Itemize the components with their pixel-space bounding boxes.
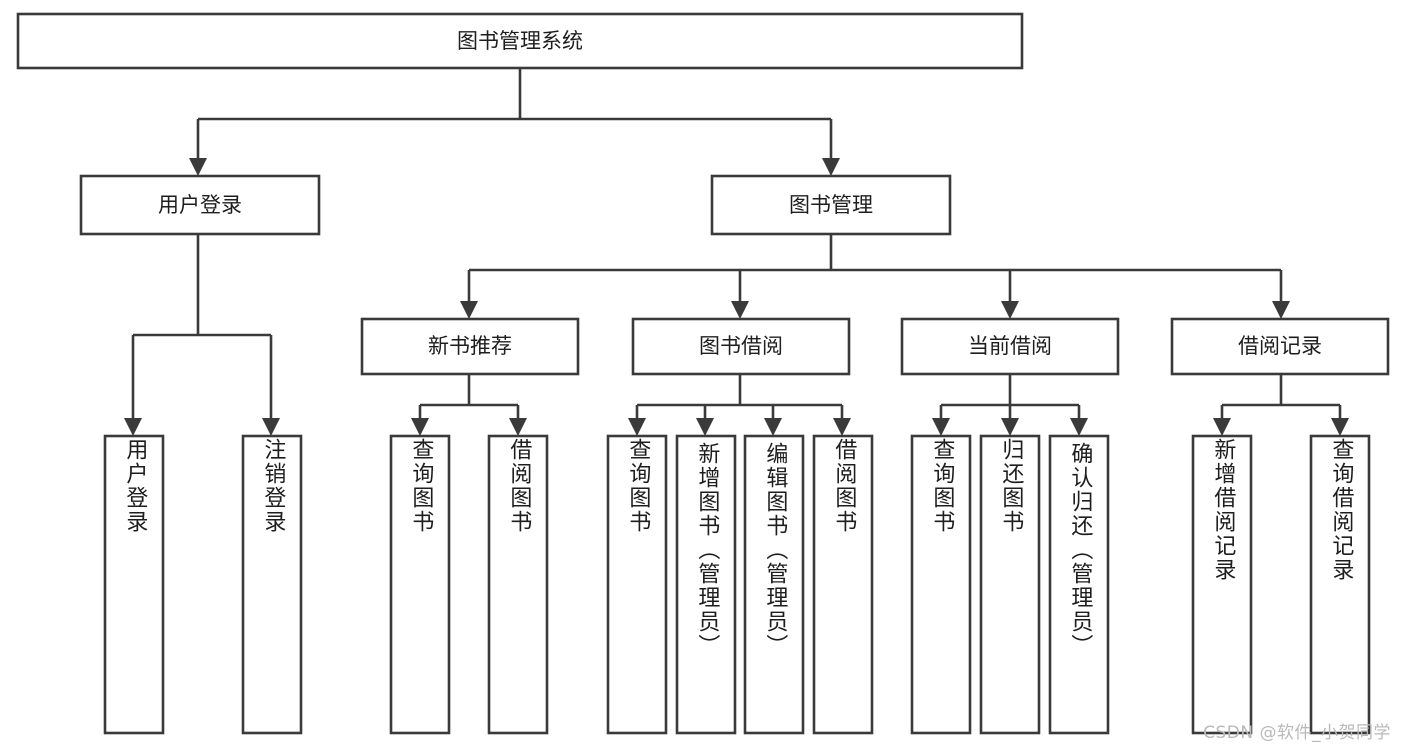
node-book-borrow[interactable]: 图书借阅 — [631, 317, 851, 376]
node-borrow-records[interactable]: 借阅记录 — [1170, 317, 1390, 376]
leaf-new-book-1-label: 查询图书 — [408, 438, 434, 534]
arrow-book-borrow-child-4 — [833, 418, 851, 436]
arrow-book-borrow-child-1 — [628, 418, 646, 436]
leaf-book-borrow-4-label: 借阅图书 — [831, 438, 857, 534]
connector-layer — [124, 68, 1349, 436]
leaf-book-borrow-3[interactable]: 编辑图书（管理员） — [743, 434, 805, 735]
leaf-current-borrow-2-label: 归还图书 — [998, 438, 1024, 534]
arrow-user-login-child-2 — [262, 418, 280, 436]
arrow-to-borrow-records — [1272, 301, 1290, 319]
leaf-book-borrow-2[interactable]: 新增图书（管理员） — [675, 434, 737, 735]
leaf-new-book-1[interactable]: 查询图书 — [389, 434, 451, 735]
leaf-user-login-2[interactable]: 注销登录 — [241, 434, 303, 735]
node-book-borrow-label: 图书借阅 — [699, 334, 783, 358]
arrow-user-login-child-1 — [124, 418, 142, 436]
node-user-login-label: 用户登录 — [158, 193, 242, 217]
leaf-book-borrow-1[interactable]: 查询图书 — [606, 434, 668, 735]
leaf-book-borrow-1-label: 查询图书 — [625, 438, 651, 534]
leaf-borrow-records-1[interactable]: 新增借阅记录 — [1191, 434, 1253, 735]
arrow-book-borrow-child-3 — [764, 418, 782, 436]
node-new-book-recommend-label: 新书推荐 — [428, 334, 512, 358]
leaf-borrow-records-2[interactable]: 查询借阅记录 — [1309, 434, 1371, 735]
leaf-book-borrow-3-label: 编辑图书（管理员） — [762, 442, 788, 658]
arrow-current-borrow-child-2 — [1001, 418, 1019, 436]
node-book-management[interactable]: 图书管理 — [710, 174, 952, 236]
arrow-book-borrow-child-2 — [696, 418, 714, 436]
leaf-current-borrow-1[interactable]: 查询图书 — [910, 434, 972, 735]
node-book-management-label: 图书管理 — [789, 193, 873, 217]
node-borrow-records-label: 借阅记录 — [1238, 334, 1322, 358]
leaf-current-borrow-3[interactable]: 确认归还（管理员） — [1048, 434, 1110, 735]
leaf-borrow-records-2-label: 查询借阅记录 — [1328, 438, 1354, 582]
arrow-to-user-login — [189, 158, 207, 176]
leaf-borrow-records-1-label: 新增借阅记录 — [1210, 438, 1236, 582]
arrow-to-new-book — [460, 301, 478, 319]
node-current-borrow-label: 当前借阅 — [968, 334, 1052, 358]
arrow-to-book-borrow — [731, 301, 749, 319]
leaf-current-borrow-3-label: 确认归还（管理员） — [1067, 442, 1093, 658]
leaf-current-borrow-2[interactable]: 归还图书 — [979, 434, 1041, 735]
arrow-current-borrow-child-3 — [1070, 418, 1088, 436]
node-user-login[interactable]: 用户登录 — [79, 174, 321, 236]
leaf-new-book-2[interactable]: 借阅图书 — [487, 434, 549, 735]
arrow-borrow-records-child-2 — [1331, 418, 1349, 436]
arrow-borrow-records-child-1 — [1213, 418, 1231, 436]
node-root-label: 图书管理系统 — [457, 29, 583, 53]
node-new-book-recommend[interactable]: 新书推荐 — [360, 317, 580, 376]
leaf-user-login-1[interactable]: 用户登录 — [103, 434, 165, 735]
arrow-new-book-child-1 — [411, 418, 429, 436]
leaf-book-borrow-4[interactable]: 借阅图书 — [812, 434, 874, 735]
node-root-book-management-system[interactable]: 图书管理系统 — [16, 12, 1024, 70]
leaf-current-borrow-1-label: 查询图书 — [929, 438, 955, 534]
arrow-new-book-child-2 — [509, 418, 527, 436]
node-current-borrow[interactable]: 当前借阅 — [900, 317, 1120, 376]
leaf-user-login-1-label: 用户登录 — [122, 438, 148, 534]
leaf-book-borrow-2-label: 新增图书（管理员） — [694, 442, 720, 658]
arrow-to-book-manage — [822, 158, 840, 176]
leaf-user-login-2-label: 注销登录 — [260, 438, 286, 534]
leaf-new-book-2-label: 借阅图书 — [506, 438, 532, 534]
arrow-current-borrow-child-1 — [932, 418, 950, 436]
arrow-to-current-borrow — [1001, 301, 1019, 319]
